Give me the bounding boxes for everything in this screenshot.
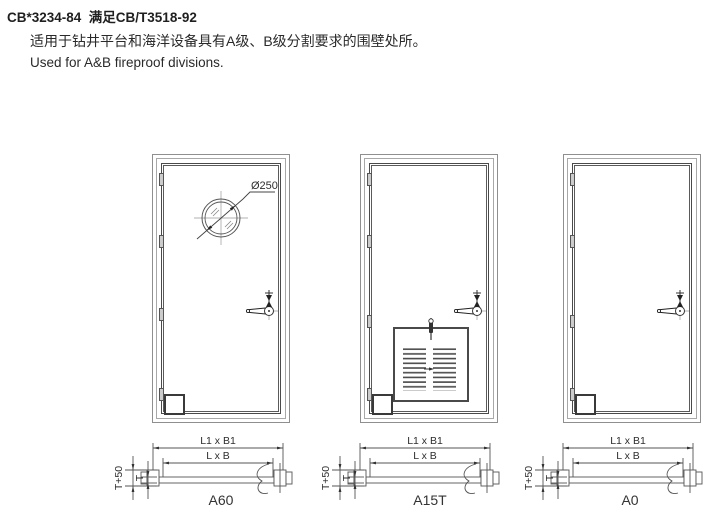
hinge-icon xyxy=(570,173,575,186)
dim-inner-label: L x B xyxy=(413,450,437,462)
door-drawing-a60: Ø250 xyxy=(152,154,290,423)
dim-t-label: T xyxy=(134,474,146,481)
dim-outer-label: L1 x B1 xyxy=(200,435,236,447)
section-view-a15t: L1 x B1 L x B T+50 T xyxy=(320,435,500,500)
dim-t50-label: T+50 xyxy=(113,466,125,490)
door-leaf xyxy=(161,163,281,414)
hinge-icon xyxy=(367,235,372,248)
dim-t-label: T xyxy=(544,474,556,481)
door-leaf xyxy=(572,163,692,414)
hinge-icon xyxy=(159,173,164,186)
dim-t50-label: T+50 xyxy=(523,466,535,490)
type-label-a60: A60 xyxy=(208,492,234,508)
hinge-icon xyxy=(570,388,575,401)
section-view-a60: L1 x B1 L x B T+50 T xyxy=(113,435,293,500)
section-view-a0: L1 x B1 L x B T+50 T xyxy=(523,435,703,500)
drain-plate xyxy=(372,394,393,415)
dim-outer-label: L1 x B1 xyxy=(407,435,443,447)
dim-t50-label: T+50 xyxy=(320,466,332,490)
description-english: Used for A&B fireproof divisions. xyxy=(30,55,224,70)
hinge-icon xyxy=(159,235,164,248)
hinge-icon xyxy=(570,235,575,248)
hinge-icon xyxy=(367,388,372,401)
hinge-icon xyxy=(367,315,372,328)
hinge-icon xyxy=(159,308,164,321)
hinge-icon xyxy=(367,173,372,186)
door-frame xyxy=(156,158,286,419)
dim-inner-label: L x B xyxy=(616,450,640,462)
description-chinese: 适用于钻井平台和海洋设备具有A级、B级分割要求的围壁处所。 xyxy=(30,33,427,49)
drain-plate xyxy=(575,394,596,415)
type-label-a0: A0 xyxy=(621,492,639,508)
drain-plate xyxy=(164,394,185,415)
door-drawing-a15t xyxy=(360,154,498,423)
door-leaf xyxy=(369,163,489,414)
door-drawing-a0 xyxy=(563,154,701,423)
hinge-icon xyxy=(570,315,575,328)
dim-outer-label: L1 x B1 xyxy=(610,435,646,447)
dim-inner-label: L x B xyxy=(206,450,230,462)
type-label-a15t: A15T xyxy=(413,492,447,508)
standard-title: CB*3234-84 满足CB/T3518-92 xyxy=(7,10,197,25)
door-frame xyxy=(364,158,494,419)
door-frame xyxy=(567,158,697,419)
hinge-icon xyxy=(159,388,164,401)
dim-t-label: T xyxy=(341,474,353,481)
